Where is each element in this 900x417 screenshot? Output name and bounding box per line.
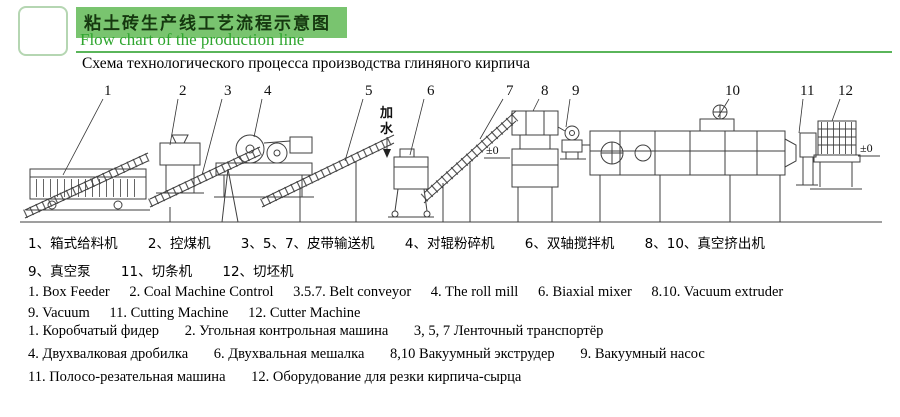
cutter-machine [810, 120, 862, 190]
roll-mill [214, 134, 314, 198]
add-water-annotation: 加 水 [379, 106, 394, 158]
legend-item: 12. Cutter Machine [248, 305, 361, 321]
page-title-ru: Схема технологического процесса производ… [82, 55, 530, 72]
legend-item: 3.5.7. Belt conveyor [293, 284, 412, 300]
legend-russian-line-2: 4. Двухвалковая дробилка 6. Двухвальная … [28, 346, 727, 363]
legend-item: 1. Коробчатый фидер [28, 323, 160, 339]
legend-item: 4、对辊粉碎机 [404, 236, 495, 252]
legend-item: 8、10、真空挤出机 [644, 236, 765, 252]
callout-2: 2 [179, 83, 187, 99]
add-water-char-1: 加 [379, 106, 393, 121]
legend-item: 2、控煤机 [147, 236, 211, 252]
legend-item: 6. Biaxial mixer [537, 284, 632, 300]
production-line-diagram: 1 2 3 4 5 6 7 8 9 10 11 12 [20, 83, 882, 223]
box-feeder [26, 168, 150, 211]
legend-item: 9、真空泵 [28, 264, 91, 280]
legend-item: 11. Cutting Machine [109, 305, 229, 321]
level-mark-left-label: ±0 [486, 143, 499, 157]
page-title-en: Flow chart of the production line [80, 30, 305, 49]
feeder-discharge-conveyor [23, 152, 150, 219]
legend-chinese-line-2: 9、真空泵 11、切条机 12、切坯机 [28, 260, 791, 280]
legend-chinese: 1、箱式给料机 2、控煤机 3、5、7、皮带输送机 4、对辊粉碎机 6、双轴搅拌… [28, 232, 791, 288]
callout-5: 5 [365, 83, 373, 99]
legend-item: 9. Вакуумный насос [580, 346, 705, 362]
page-title-cn: 粘土砖生产线工艺流程示意图 [84, 14, 331, 34]
callout-9: 9 [572, 83, 580, 99]
callout-7: 7 [506, 83, 514, 99]
down-arrow-icon [383, 149, 391, 158]
legend-russian-line-3: 11. Полосо-резательная машина 12. Оборуд… [28, 369, 727, 386]
callout-3: 3 [224, 83, 232, 99]
level-mark-right: ±0 [858, 141, 880, 157]
callout-numbers: 1 2 3 4 5 6 7 8 9 10 11 12 [62, 83, 853, 176]
legend-item: 6、双轴搅拌机 [524, 236, 615, 252]
legend-item: 1. Box Feeder [28, 284, 110, 300]
legend-item: 2. Coal Machine Control [129, 284, 274, 300]
level-mark-left: ±0 [484, 143, 510, 159]
callout-12: 12 [838, 83, 853, 99]
vacuum-extruder-8 [508, 110, 562, 223]
legend-item: 3、5、7、皮带输送机 [240, 236, 375, 252]
legend-english-line-2: 9. Vacuum 11. Cutting Machine 12. Cutter… [28, 305, 799, 322]
legend-item: 2. Угольная контрольная машина [184, 323, 389, 339]
vacuum-extruder-10 [589, 104, 797, 222]
belt-conveyor-5 [260, 134, 396, 222]
legend-english-line-1: 1. Box Feeder 2. Coal Machine Control 3.… [28, 284, 799, 301]
callout-11: 11 [800, 83, 814, 99]
callout-8: 8 [541, 83, 549, 99]
callout-10: 10 [725, 83, 740, 99]
level-mark-right-label: ±0 [860, 141, 873, 155]
legend-russian: 1. Коробчатый фидер 2. Угольная контроль… [28, 323, 727, 392]
legend-item: 8.10. Vacuum extruder [651, 284, 784, 300]
legend-item: 3, 5, 7 Ленточный транспортёр [413, 323, 604, 339]
add-water-char-2: 水 [380, 121, 394, 137]
legend-item: 4. The roll mill [430, 284, 519, 300]
legend-item: 1、箱式给料机 [28, 236, 118, 252]
legend-item: 6. Двухвальная мешалка [213, 346, 365, 362]
vacuum-pump [557, 125, 590, 160]
legend-item: 11. Полосо-резательная машина [28, 369, 226, 385]
legend-russian-line-1: 1. Коробчатый фидер 2. Угольная контроль… [28, 323, 727, 340]
callout-6: 6 [427, 83, 435, 99]
legend-english: 1. Box Feeder 2. Coal Machine Control 3.… [28, 284, 799, 326]
callout-1: 1 [104, 83, 112, 99]
logo-placeholder [18, 6, 68, 56]
legend-chinese-line-1: 1、箱式给料机 2、控煤机 3、5、7、皮带输送机 4、对辊粉碎机 6、双轴搅拌… [28, 232, 791, 252]
cutting-machine [796, 132, 818, 186]
biaxial-mixer [388, 148, 434, 218]
belt-conveyor-7 [420, 110, 520, 222]
legend-item: 12、切坯机 [222, 264, 294, 280]
legend-item: 9. Vacuum [28, 305, 90, 321]
legend-item: 12. Оборудование для резки кирпича-сырца [251, 369, 522, 385]
callout-4: 4 [264, 83, 272, 99]
title-underline [76, 51, 892, 53]
legend-item: 8,10 Вакуумный экструдер [390, 346, 555, 362]
legend-item: 4. Двухвалковая дробилка [28, 346, 189, 362]
legend-item: 11、切条机 [120, 264, 193, 280]
title-bar-cn: 粘土砖生产线工艺流程示意图 [76, 7, 347, 38]
